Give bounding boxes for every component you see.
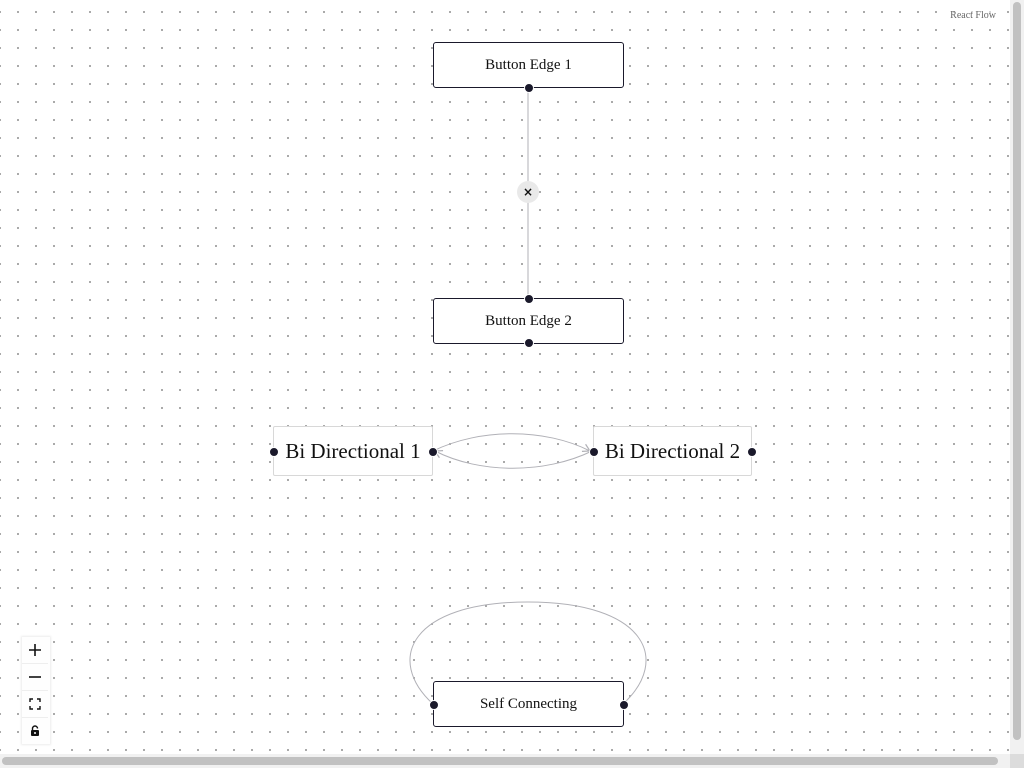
node-label: Button Edge 1 [485, 56, 572, 73]
zoom-in-button[interactable] [22, 637, 48, 664]
node-label: Button Edge 2 [485, 312, 572, 329]
right-handle[interactable] [747, 447, 757, 457]
node-self-connecting[interactable]: Self Connecting [429, 681, 629, 727]
source-handle[interactable] [524, 338, 534, 348]
self-connecting-edge[interactable] [409, 601, 647, 705]
scrollbar-thumb[interactable] [2, 757, 998, 765]
node-label: Bi Directional 2 [604, 438, 741, 463]
right-handle[interactable] [619, 700, 629, 710]
scrollbar-thumb[interactable] [1013, 2, 1021, 740]
source-handle[interactable] [524, 83, 534, 93]
fit-view-icon [29, 698, 41, 710]
zoom-controls [22, 637, 50, 744]
lock-button[interactable] [22, 718, 48, 744]
node-button-edge-2[interactable]: Button Edge 2 [433, 294, 624, 348]
node-bi-directional-1[interactable]: Bi Directional 1 [269, 426, 438, 476]
left-handle[interactable] [429, 700, 439, 710]
edge-delete-button[interactable]: × [517, 181, 539, 203]
bi-directional-edge-forward[interactable] [432, 433, 592, 452]
zoom-out-button[interactable] [22, 664, 48, 691]
left-handle[interactable] [269, 447, 279, 457]
edges-layer [409, 88, 647, 705]
flow-canvas[interactable]: × Button Edge 1 Button Edge 2 Bi Directi… [0, 0, 1010, 754]
node-label: Self Connecting [479, 695, 578, 712]
scrollbar-corner [1010, 754, 1024, 768]
node-button-edge-1[interactable]: Button Edge 1 [433, 42, 624, 93]
node-label: Bi Directional 1 [285, 438, 421, 463]
node-bi-directional-2[interactable]: Bi Directional 2 [589, 426, 757, 476]
lock-icon [31, 725, 39, 736]
minus-icon [29, 676, 41, 678]
target-handle[interactable] [524, 294, 534, 304]
fit-view-button[interactable] [22, 691, 48, 718]
react-flow-attribution[interactable]: React Flow [950, 10, 996, 21]
bi-directional-edge-backward[interactable] [433, 450, 593, 469]
left-handle[interactable] [589, 447, 599, 457]
horizontal-scrollbar[interactable] [0, 754, 1010, 768]
right-handle[interactable] [428, 447, 438, 457]
vertical-scrollbar[interactable] [1010, 0, 1024, 754]
plus-icon [29, 644, 41, 656]
